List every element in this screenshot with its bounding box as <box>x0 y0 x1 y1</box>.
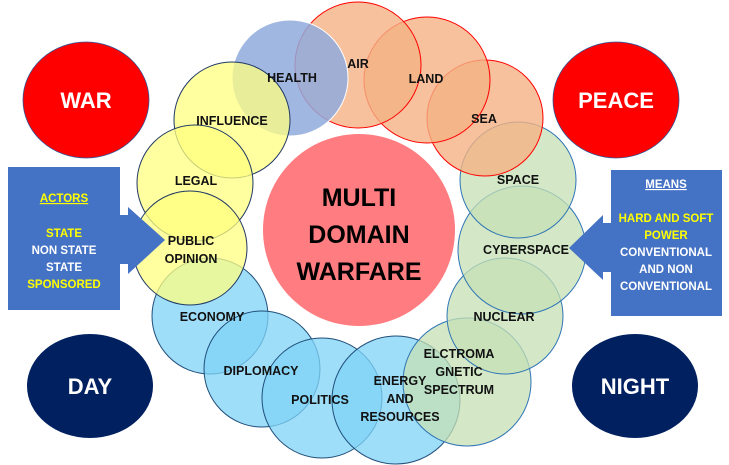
actors-line-3: STATE <box>46 262 82 274</box>
peace-node: PEACE <box>552 41 680 159</box>
actors-line-1: STATE <box>46 228 82 240</box>
domain-label-cyberspace: CYBERSPACE <box>483 243 569 257</box>
domain-label-politics: POLITICS <box>291 393 349 407</box>
domain-label-space: SPACE <box>497 173 539 187</box>
means-arrow-box <box>569 170 722 316</box>
day-label: DAY <box>68 374 113 399</box>
domain-label-electromagnetic-line-3: SPECTRUM <box>424 383 494 397</box>
center-label-line-2: DOMAIN <box>308 221 409 249</box>
means-callout: MEANS HARD AND SOFT POWER CONVENTIONAL A… <box>569 170 722 316</box>
domain-label-diplomacy: DIPLOMACY <box>224 364 300 378</box>
domain-labels: HEALTH AIR LAND SEA SPACE CYBERSPACE NUCLEAR EL… <box>165 57 569 424</box>
domain-circles <box>132 1 587 465</box>
war-node: WAR <box>22 41 150 159</box>
peace-label: PEACE <box>578 88 654 113</box>
day-ellipse <box>27 334 153 438</box>
domain-label-health: HEALTH <box>267 71 317 85</box>
means-line-2: POWER <box>644 230 688 242</box>
peace-ellipse <box>552 41 680 159</box>
domain-label-electromagnetic-line-1: ELCTROMA <box>424 347 495 361</box>
domain-label-electromagnetic-line-2: GNETIC <box>435 365 482 379</box>
domain-label-land: LAND <box>409 72 444 86</box>
domain-label-economy: ECONOMY <box>180 310 245 324</box>
means-line-1: HARD AND SOFT <box>619 213 714 225</box>
domain-label-public-opinion-line-2: OPINION <box>165 252 218 266</box>
domain-label-nuclear: NUCLEAR <box>473 310 534 324</box>
actors-arrow-box <box>8 167 165 310</box>
domain-label-influence: INFLUENCE <box>196 114 268 128</box>
night-node: NIGHT <box>572 334 698 438</box>
war-ellipse <box>22 41 150 159</box>
center-node: MULTI DOMAIN WARFARE <box>263 134 455 326</box>
means-line-4: AND NON <box>639 264 693 276</box>
war-label: WAR <box>60 88 111 113</box>
actors-line-4: SPONSORED <box>27 279 101 291</box>
domain-label-legal: LEGAL <box>175 174 218 188</box>
day-node: DAY <box>27 334 153 438</box>
means-title: MEANS <box>645 179 687 191</box>
actors-line-2: NON STATE <box>32 245 97 257</box>
domain-label-energy-line-3: RESOURCES <box>360 410 439 424</box>
domain-label-sea: SEA <box>471 112 497 126</box>
domain-label-public-opinion-line-1: PUBLIC <box>168 234 215 248</box>
center-circle <box>263 134 455 326</box>
center-label-line-3: WARFARE <box>297 258 422 286</box>
actors-title: ACTORS <box>40 193 89 205</box>
domain-label-energy-line-2: AND <box>386 392 413 406</box>
night-label: NIGHT <box>601 374 670 399</box>
domain-label-energy-line-1: ENERGY <box>374 374 427 388</box>
actors-callout: ACTORS STATE NON STATE STATE SPONSORED <box>8 167 165 310</box>
domain-label-air: AIR <box>347 57 369 71</box>
night-ellipse <box>572 334 698 438</box>
means-line-5: CONVENTIONAL <box>620 281 712 293</box>
means-line-3: CONVENTIONAL <box>620 247 712 259</box>
center-label-line-1: MULTI <box>322 184 397 212</box>
